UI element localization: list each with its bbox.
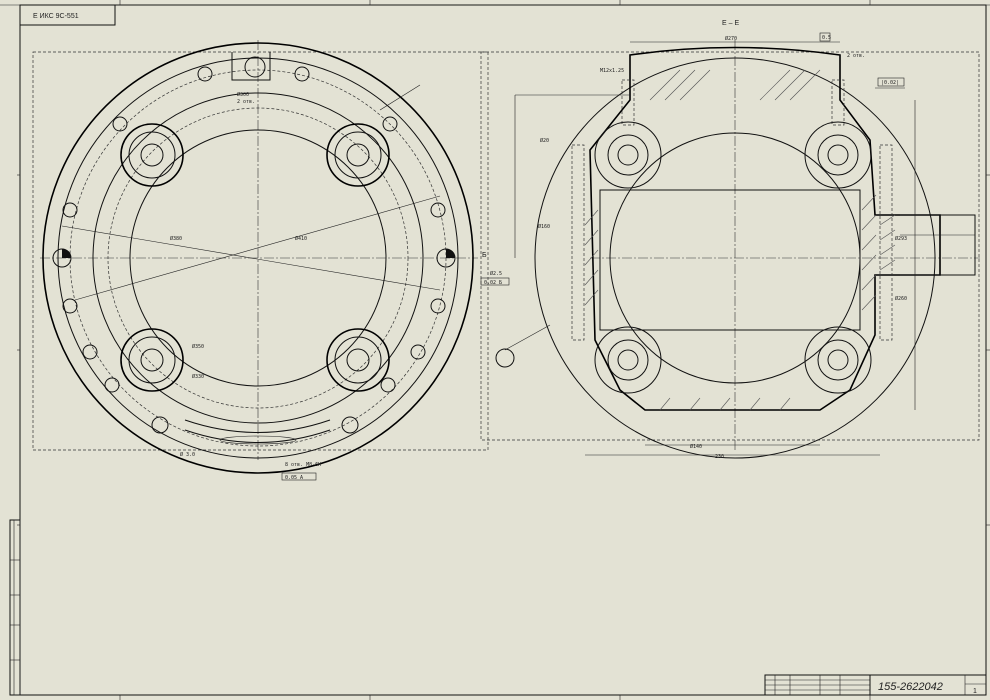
- tolerance-frame: |0.02|: [881, 80, 899, 86]
- dim-text: Ø20: [540, 137, 549, 144]
- top-stamp-text: Е ИКС 9С-551: [33, 13, 79, 20]
- tolerance-frame: 0.05 А: [285, 475, 303, 481]
- section-bosses: [594, 121, 872, 394]
- boss-holes: [120, 123, 390, 392]
- section-hatch: [584, 69, 896, 411]
- dim-text: 2 отв.: [237, 99, 255, 105]
- datum-label: Б: [482, 252, 487, 259]
- section-label: Е – Е: [722, 20, 739, 27]
- dim-text: Ø380: [170, 235, 182, 242]
- right-view-section: Е – Е: [480, 20, 980, 460]
- bolt-holes: [52, 66, 456, 434]
- dim-text: Ø140: [690, 443, 702, 450]
- outer-flange-circle: [42, 42, 474, 474]
- hole-mark: [446, 249, 455, 258]
- dim-text: Ø330: [192, 373, 204, 380]
- dimension-lines: [504, 41, 916, 456]
- dim-text: Ø300: [237, 91, 249, 98]
- datum-circle: [495, 348, 515, 368]
- dim-text: Ø160: [538, 223, 550, 230]
- left-view: Ø380 Ø410 Ø350 Ø330 Ø300 2 отв. Ø 3.0 8 …: [32, 40, 510, 481]
- document-number: 155-2622042: [878, 681, 943, 693]
- dim-text: Ø270: [725, 35, 737, 42]
- dim-text: 8 отв. М8-6Н: [285, 462, 321, 468]
- dim-text: Ø2.5: [490, 270, 502, 277]
- dim-text: Ø410: [295, 235, 307, 242]
- tolerance-frame: 0.02 Б: [484, 280, 502, 286]
- frame-ticks: [17, 0, 990, 700]
- hole-mark: [62, 249, 71, 258]
- right-view-boundary: [480, 51, 980, 441]
- dim-text: Ø293: [895, 235, 907, 242]
- title-block: 155-2622042 1: [764, 674, 987, 696]
- dim-text: 230: [715, 454, 724, 460]
- housing-outline: [589, 46, 941, 411]
- dim-text: Ø 3.0: [180, 451, 195, 458]
- left-stamp-column: [9, 519, 21, 696]
- top-stamp-box: [19, 4, 116, 26]
- dim-text: 0.5: [822, 35, 831, 41]
- dim-text: М12х1.25: [600, 68, 624, 74]
- dim-text: 2 отв.: [847, 53, 865, 59]
- left-view-boundary: [32, 51, 489, 451]
- sheet-number: 1: [973, 688, 977, 695]
- dim-text: Ø350: [192, 343, 204, 350]
- dim-text: Ø260: [895, 295, 907, 302]
